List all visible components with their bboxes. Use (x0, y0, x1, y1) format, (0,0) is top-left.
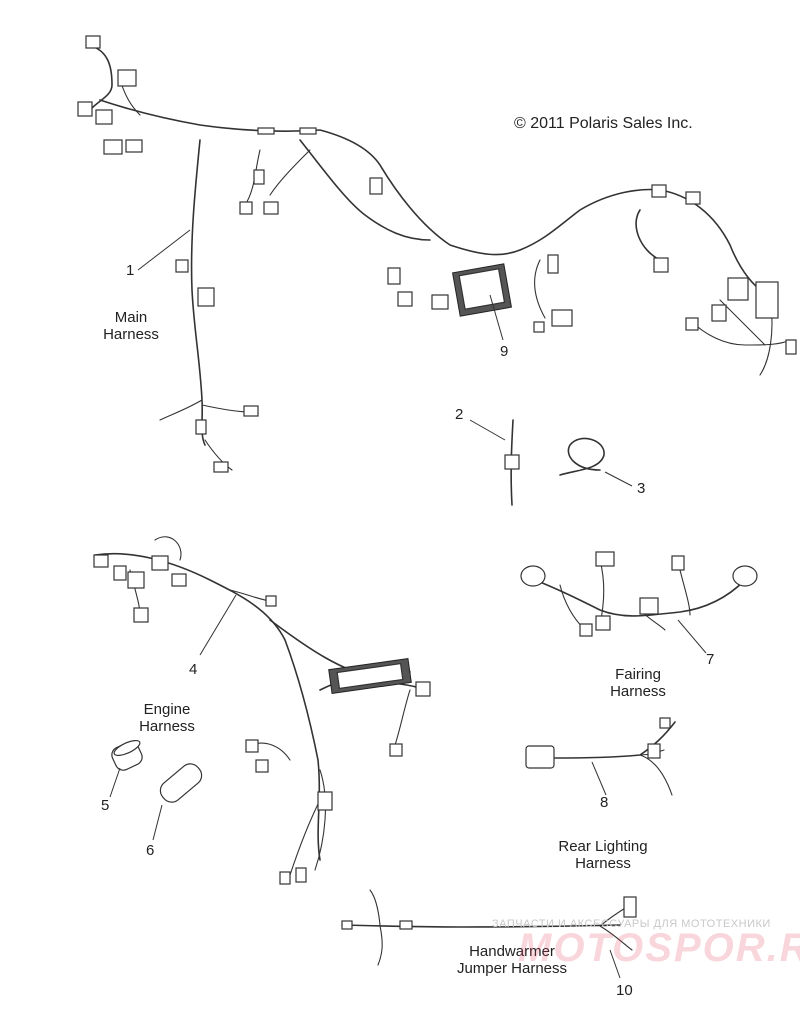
rear-lighting-harness-label-line2: Harness (575, 855, 631, 872)
part-number-8: 8 (600, 794, 609, 811)
watermark-logo: MOTOSPOR.RU (518, 926, 800, 970)
main-harness-label: Main Harness (96, 309, 166, 343)
main-harness-label-line1: Main (114, 309, 148, 326)
cable-tie-loop-drawing (559, 437, 633, 487)
part-number-6: 6 (146, 842, 155, 859)
cable-tie-clip-drawing (469, 419, 520, 506)
handwarmer-harness-label: Handwarmer Jumper Harness (446, 943, 578, 977)
handwarmer-harness-label-line1: Handwarmer (469, 943, 555, 960)
engine-harness-drawing (93, 536, 431, 885)
part-number-1: 1 (126, 262, 135, 279)
copyright-text: © 2011 Polaris Sales Inc. (514, 115, 693, 132)
part-number-5: 5 (101, 797, 110, 814)
sleeve-drawings (109, 739, 203, 841)
part-number-7: 7 (706, 651, 715, 668)
rear-lighting-harness-label-line1: Rear Lighting (558, 838, 648, 855)
handwarmer-harness-drawing (341, 889, 637, 979)
engine-harness-label-line1: Engine (143, 701, 191, 718)
part-number-2: 2 (455, 406, 464, 423)
engine-harness-label-line2: Harness (139, 718, 195, 735)
fairing-harness-label-line2: Harness (610, 683, 666, 700)
fairing-harness-label: Fairing Harness (603, 666, 673, 700)
rear-lighting-harness-drawing (525, 717, 676, 796)
part-number-3: 3 (637, 480, 646, 497)
part-number-10: 10 (616, 982, 633, 999)
rear-lighting-harness-label: Rear Lighting Harness (548, 838, 658, 872)
watermark-tagline: ЗАПЧАСТИ И АКСЕССУАРЫ ДЛЯ МОТОТЕХНИКИ (492, 918, 771, 930)
fairing-harness-drawing (520, 551, 758, 654)
handwarmer-harness-label-line2: Jumper Harness (456, 960, 568, 977)
part-number-4: 4 (189, 661, 198, 678)
engine-harness-label: Engine Harness (132, 701, 202, 735)
main-harness-drawing (77, 35, 797, 473)
fairing-harness-label-line1: Fairing (615, 666, 661, 683)
main-harness-label-line2: Harness (103, 326, 159, 343)
part-number-9: 9 (500, 343, 509, 360)
